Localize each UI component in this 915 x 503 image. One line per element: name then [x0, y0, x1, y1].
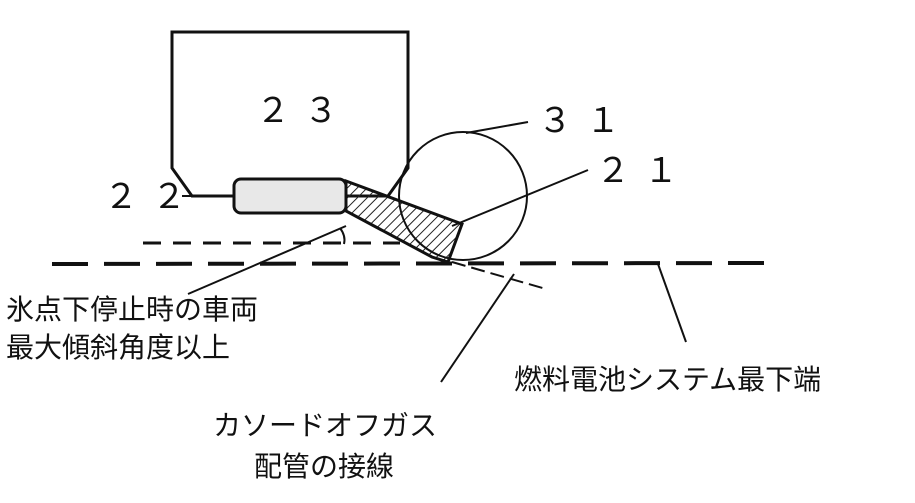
label-21: ２１	[596, 154, 692, 188]
label-23: ２３	[256, 94, 352, 128]
label-system-bottom: 燃料電池システム最下端	[514, 366, 821, 394]
leader-31	[466, 122, 528, 133]
tangent-line	[452, 262, 546, 289]
label-tangent-line2: 配管の接線	[254, 453, 394, 481]
leader-21	[452, 170, 588, 226]
label-22: ２２	[104, 180, 200, 214]
circle-31	[399, 132, 527, 260]
component-22-connector	[234, 179, 346, 213]
leader-tilt	[188, 226, 346, 294]
leader-bottom	[658, 264, 686, 342]
label-tangent-line1: カソードオフガス	[213, 412, 437, 440]
label-31: ３１	[538, 104, 634, 138]
label-tilt-angle-line1: 氷点下停止時の車両	[6, 296, 258, 324]
label-tilt-angle-line2: 最大傾斜角度以上	[6, 334, 230, 362]
leader-tangent	[441, 274, 514, 382]
